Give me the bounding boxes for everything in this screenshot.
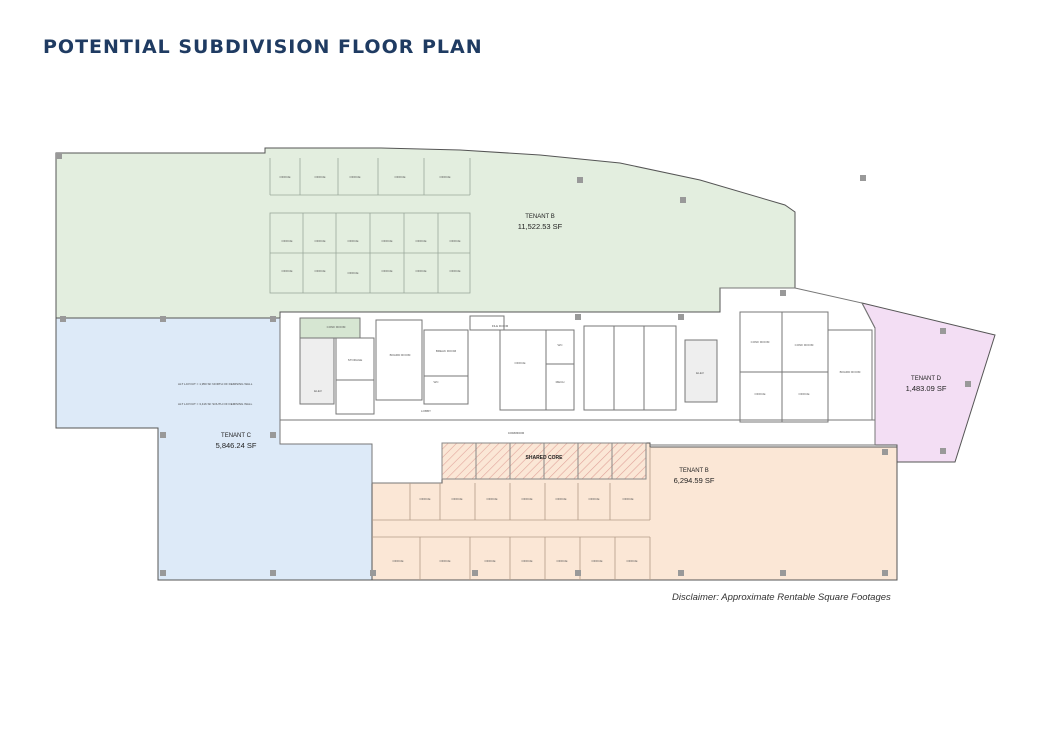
room-label: WC [558,343,564,347]
room-labels: OFFICE OFFICE OFFICE OFFICE OFFICE OFFIC… [280,175,861,563]
room-label: OFFICE [315,175,326,179]
room-label: BREAK ROOM [436,349,457,353]
room-label: OFFICE [485,559,496,563]
tenant-b-north-area: 11,522.53 SF [518,222,563,231]
room-label: OFFICE [393,559,404,563]
alt-layout-north-note: ALT LAYOUT = 1,950 SF NORTH OF DEMISING … [178,382,253,386]
room-label: OFFICE [450,239,461,243]
room-label: OFFICE [589,497,600,501]
shared-core-label: SHARED CORE [526,455,564,461]
room-label: WC [434,380,440,384]
room-label: OFFICE [315,239,326,243]
room-label: OFFICE [440,559,451,563]
tenant-d-zone[interactable] [861,302,996,463]
tenant-b-south-area: 6,294.59 SF [674,476,715,485]
room-label: OFFICE [450,269,461,273]
room-label: ELEV [696,371,704,375]
room-label: OFFICE [623,497,634,501]
tenant-d-name: TENANT D [911,376,942,382]
room-label: OFFICE [382,269,393,273]
room-label: OFFICE [515,361,526,365]
room-label: OFFICE [452,497,463,501]
tenant-d-area: 1,483.09 SF [906,384,947,393]
room-label: STORAGE [348,358,363,362]
room-label: CONF ROOM [327,325,346,329]
room-label: OFFICE [557,559,568,563]
room-label: BOARD ROOM [840,370,861,374]
room-label: OFFICE [348,271,359,275]
room-label: OFFICE [487,497,498,501]
disclaimer: Disclaimer: Approximate Rentable Square … [672,592,891,603]
room-label: CONF ROOM [795,343,814,347]
room-label: OFFICE [420,497,431,501]
tenant-c-area: 5,846.24 SF [216,441,257,450]
room-label: FILE ROOM [492,324,509,328]
room-label: OFFICE [382,239,393,243]
room-label: OFFICE [627,559,638,563]
room-label: LOBBY [421,409,431,413]
room-label: OFFICE [522,559,533,563]
room-label: OFFICE [440,175,451,179]
room-label: OFFICE [592,559,603,563]
core-walls [279,287,876,484]
corridor-label: CORRIDOR [508,431,525,435]
room-label: OFFICE [280,175,291,179]
room-label: ELEV [314,389,322,393]
alt-layout-south-note: ALT LAYOUT = 3,416 SF SOUTH OF DEMISING … [178,402,253,406]
room-label: MECH [556,380,565,384]
room-label: OFFICE [522,497,533,501]
room-label: OFFICE [282,269,293,273]
room-label: CONF ROOM [751,340,770,344]
tenant-b-north-name: TENANT B [525,214,555,220]
shared-core-rooms [441,442,647,480]
structural-columns [56,153,971,576]
room-label: OFFICE [416,239,427,243]
room-label: OFFICE [315,269,326,273]
room-label: OFFICE [755,392,766,396]
north-office-walls [269,158,471,294]
room-label: BOARD ROOM [390,353,411,357]
tenant-b-north-zone[interactable] [55,147,796,319]
room-label: OFFICE [556,497,567,501]
south-office-walls [372,447,651,580]
room-label: OFFICE [799,392,810,396]
tenant-b-south-name: TENANT B [679,468,709,474]
room-label: OFFICE [348,239,359,243]
room-label: OFFICE [395,175,406,179]
page-title: POTENTIAL SUBDIVISION FLOOR PLAN [43,36,483,58]
room-label: OFFICE [416,269,427,273]
tenant-c-name: TENANT C [221,433,252,439]
room-label: OFFICE [350,175,361,179]
room-label: OFFICE [282,239,293,243]
